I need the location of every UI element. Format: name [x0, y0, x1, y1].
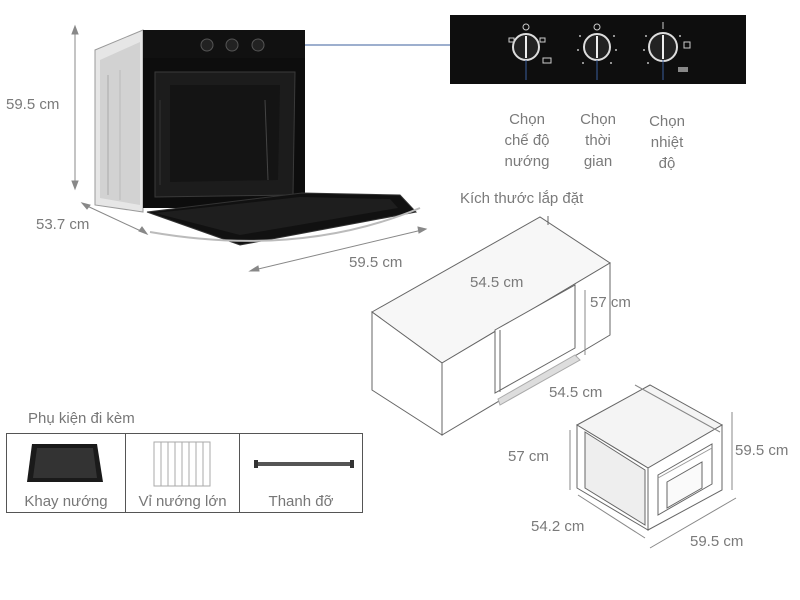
oven-height-left-label: 57 cm [508, 448, 549, 465]
knob-label-timer: Chọn thời gian [580, 111, 616, 170]
oven-open-door-illustration [94, 29, 455, 246]
accessory-card-rail: Thanh đỡ [239, 433, 363, 513]
cabinet-installation-drawing [371, 216, 611, 436]
knob-label-cooking-mode: Chọn chế độ nướng [504, 111, 550, 170]
control-panel-closeup [450, 15, 746, 84]
cabinet-depth-label: 54.5 cm [549, 384, 603, 401]
accessory-label-rack: Vỉ nướng lớn [138, 493, 227, 510]
oven-depth-label: 53.7 cm [36, 216, 90, 233]
accessories-title: Phụ kiện đi kèm [28, 410, 135, 427]
cabinet-height-label: 57 cm [590, 294, 631, 311]
grill-rack-icon [153, 441, 211, 487]
knob-label-temperature: Chọn nhiệt độ [649, 113, 685, 172]
built-in-oven-drawing [575, 384, 724, 531]
support-rail-icon [254, 460, 354, 468]
oven-width-label: 59.5 cm [349, 254, 403, 271]
oven-height-right-label: 59.5 cm [735, 442, 789, 459]
accessory-label-tray: Khay nướng [24, 493, 108, 510]
baking-tray-icon [27, 444, 103, 482]
accessory-label-rail: Thanh đỡ [268, 493, 334, 510]
oven-height-label: 59.5 cm [6, 96, 60, 113]
accessory-card-tray: Khay nướng [6, 433, 126, 513]
oven-dimension-lines [71, 24, 428, 272]
oven-depth-bottom-label: 54.2 cm [531, 518, 585, 535]
accessory-card-rack: Vỉ nướng lớn [125, 433, 240, 513]
cabinet-width-label: 54.5 cm [470, 274, 524, 291]
built-in-oven-dimension-lines [569, 384, 737, 549]
oven-width-bottom-label: 59.5 cm [690, 533, 744, 550]
installation-title: Kích thước lắp đặt [460, 190, 584, 207]
